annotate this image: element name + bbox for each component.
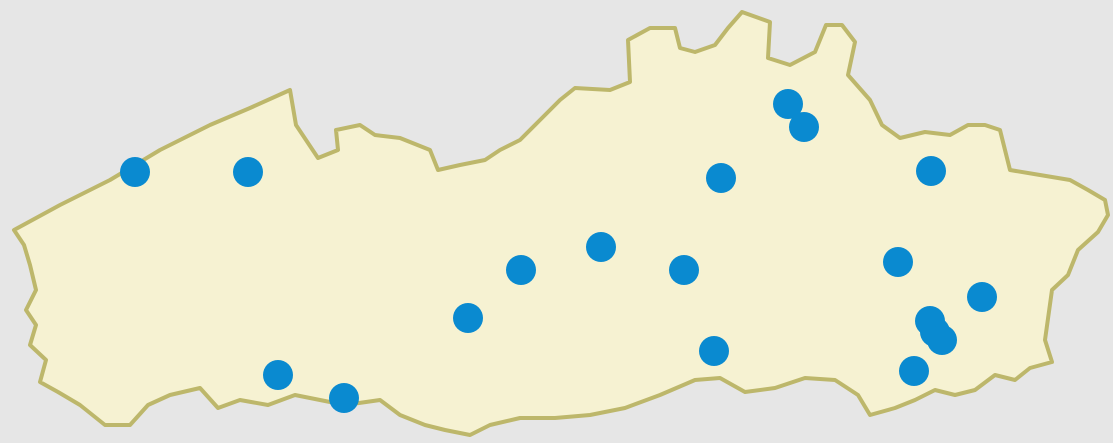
location-dot-icon[interactable] (263, 360, 293, 390)
site-markers (120, 89, 997, 413)
location-dot-icon[interactable] (233, 157, 263, 187)
location-dot-icon[interactable] (669, 255, 699, 285)
location-dot-icon[interactable] (773, 89, 803, 119)
location-dot-icon[interactable] (916, 156, 946, 186)
location-dot-icon[interactable] (967, 282, 997, 312)
region-outline (12, 10, 1110, 437)
location-dot-icon[interactable] (586, 232, 616, 262)
location-dot-icon[interactable] (699, 336, 729, 366)
location-dot-icon[interactable] (120, 157, 150, 187)
location-dot-icon[interactable] (453, 303, 483, 333)
location-dot-icon[interactable] (506, 255, 536, 285)
location-dot-icon[interactable] (329, 383, 359, 413)
location-dot-icon[interactable] (927, 325, 957, 355)
location-dot-icon[interactable] (706, 163, 736, 193)
location-dot-icon[interactable] (899, 356, 929, 386)
location-dot-icon[interactable] (883, 247, 913, 277)
location-dot-icon[interactable] (789, 112, 819, 142)
